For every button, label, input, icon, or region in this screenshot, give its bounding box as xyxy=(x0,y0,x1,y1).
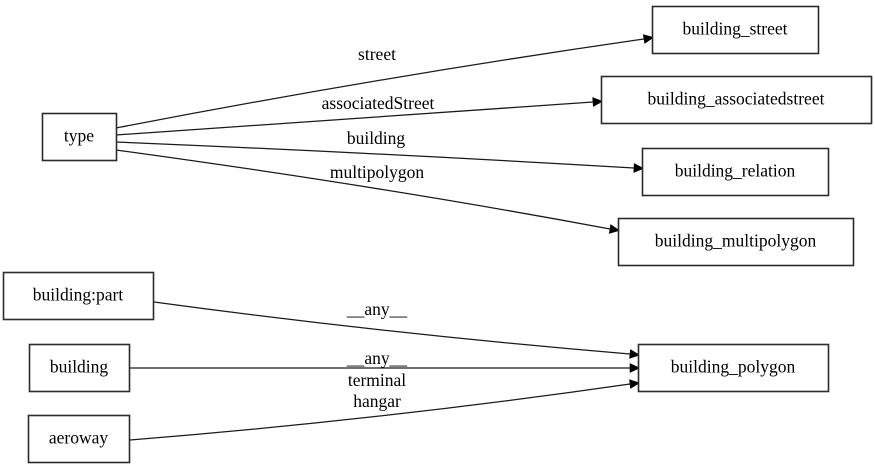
edge-aeroway-to-building_polygon xyxy=(129,379,641,441)
edge-arrowhead-icon xyxy=(642,34,655,44)
node-label: building_polygon xyxy=(671,357,796,377)
node-type[interactable]: type xyxy=(41,112,118,162)
node-building_relation[interactable]: building_relation xyxy=(641,147,830,197)
edge-arrowhead-icon xyxy=(629,349,641,359)
edge-arrowhead-icon xyxy=(629,363,641,373)
edge-label-group-e6: __any__ xyxy=(346,348,408,368)
node-box[interactable] xyxy=(28,343,131,393)
edge-label-group-e1: street xyxy=(358,44,396,64)
node-box[interactable] xyxy=(41,112,118,162)
edge-type-to-building_relation xyxy=(115,141,645,173)
edge-arrowhead-icon xyxy=(608,224,621,234)
node-building[interactable]: building xyxy=(28,343,131,393)
node-box[interactable] xyxy=(2,271,155,321)
edge-labels-layer: street associatedStreet building multipolyg… xyxy=(322,44,435,411)
edge-label: __any__ xyxy=(346,299,408,319)
node-box[interactable] xyxy=(617,217,855,267)
edges-layer xyxy=(115,34,655,441)
edge-line xyxy=(129,383,631,441)
node-label: type xyxy=(64,126,94,146)
edge-line xyxy=(115,141,635,169)
edge-building_part-to-building_polygon xyxy=(153,301,641,359)
node-box[interactable] xyxy=(641,147,830,197)
edge-label-group-e3: building xyxy=(347,128,406,148)
nodes-layer: type building_street building_associatedst… xyxy=(2,5,873,464)
edge-label: building xyxy=(347,128,406,148)
edge-label: terminal xyxy=(348,370,406,390)
node-label: building_multipolygon xyxy=(655,231,817,251)
edge-arrowhead-icon xyxy=(633,163,645,173)
edge-arrowhead-icon xyxy=(629,379,641,389)
node-aeroway[interactable]: aeroway xyxy=(27,414,131,464)
edge-label: associatedStreet xyxy=(322,93,435,113)
edge-label-group-e5: __any__ xyxy=(346,299,408,319)
edge-line xyxy=(115,101,594,136)
edge-label: street xyxy=(358,44,396,64)
edge-label-secondary: hangar xyxy=(353,391,401,411)
edge-line xyxy=(115,38,645,129)
node-building_polygon[interactable]: building_polygon xyxy=(637,343,830,393)
node-box[interactable] xyxy=(27,414,131,464)
node-box[interactable] xyxy=(651,5,820,55)
node-label: building:part xyxy=(33,285,124,305)
edge-label-group-e4: multipolygon xyxy=(330,162,425,182)
node-building_associatedstreet[interactable]: building_associatedstreet xyxy=(600,75,873,125)
node-box[interactable] xyxy=(637,343,830,393)
node-box[interactable] xyxy=(600,75,873,125)
edge-label: __any__ xyxy=(346,348,408,368)
edge-arrowhead-icon xyxy=(592,97,604,107)
node-building_multipolygon[interactable]: building_multipolygon xyxy=(617,217,855,267)
node-label: building_associatedstreet xyxy=(648,89,825,109)
node-label: building_street xyxy=(683,19,788,39)
edge-type-to-building_street xyxy=(115,34,655,129)
edge-line xyxy=(115,149,611,230)
node-label: building_relation xyxy=(675,161,796,181)
node-building_street[interactable]: building_street xyxy=(651,5,820,55)
edge-label-group-e2: associatedStreet xyxy=(322,93,435,113)
edge-building-to-building_polygon xyxy=(130,363,641,373)
edge-type-to-building_multipolygon xyxy=(115,149,621,234)
edge-type-to-building_associatedstreet xyxy=(115,97,604,136)
edge-line xyxy=(153,301,631,355)
edge-label: multipolygon xyxy=(330,162,425,182)
node-label: aeroway xyxy=(49,428,109,448)
node-building_part[interactable]: building:part xyxy=(2,271,155,321)
node-label: building xyxy=(50,357,109,377)
